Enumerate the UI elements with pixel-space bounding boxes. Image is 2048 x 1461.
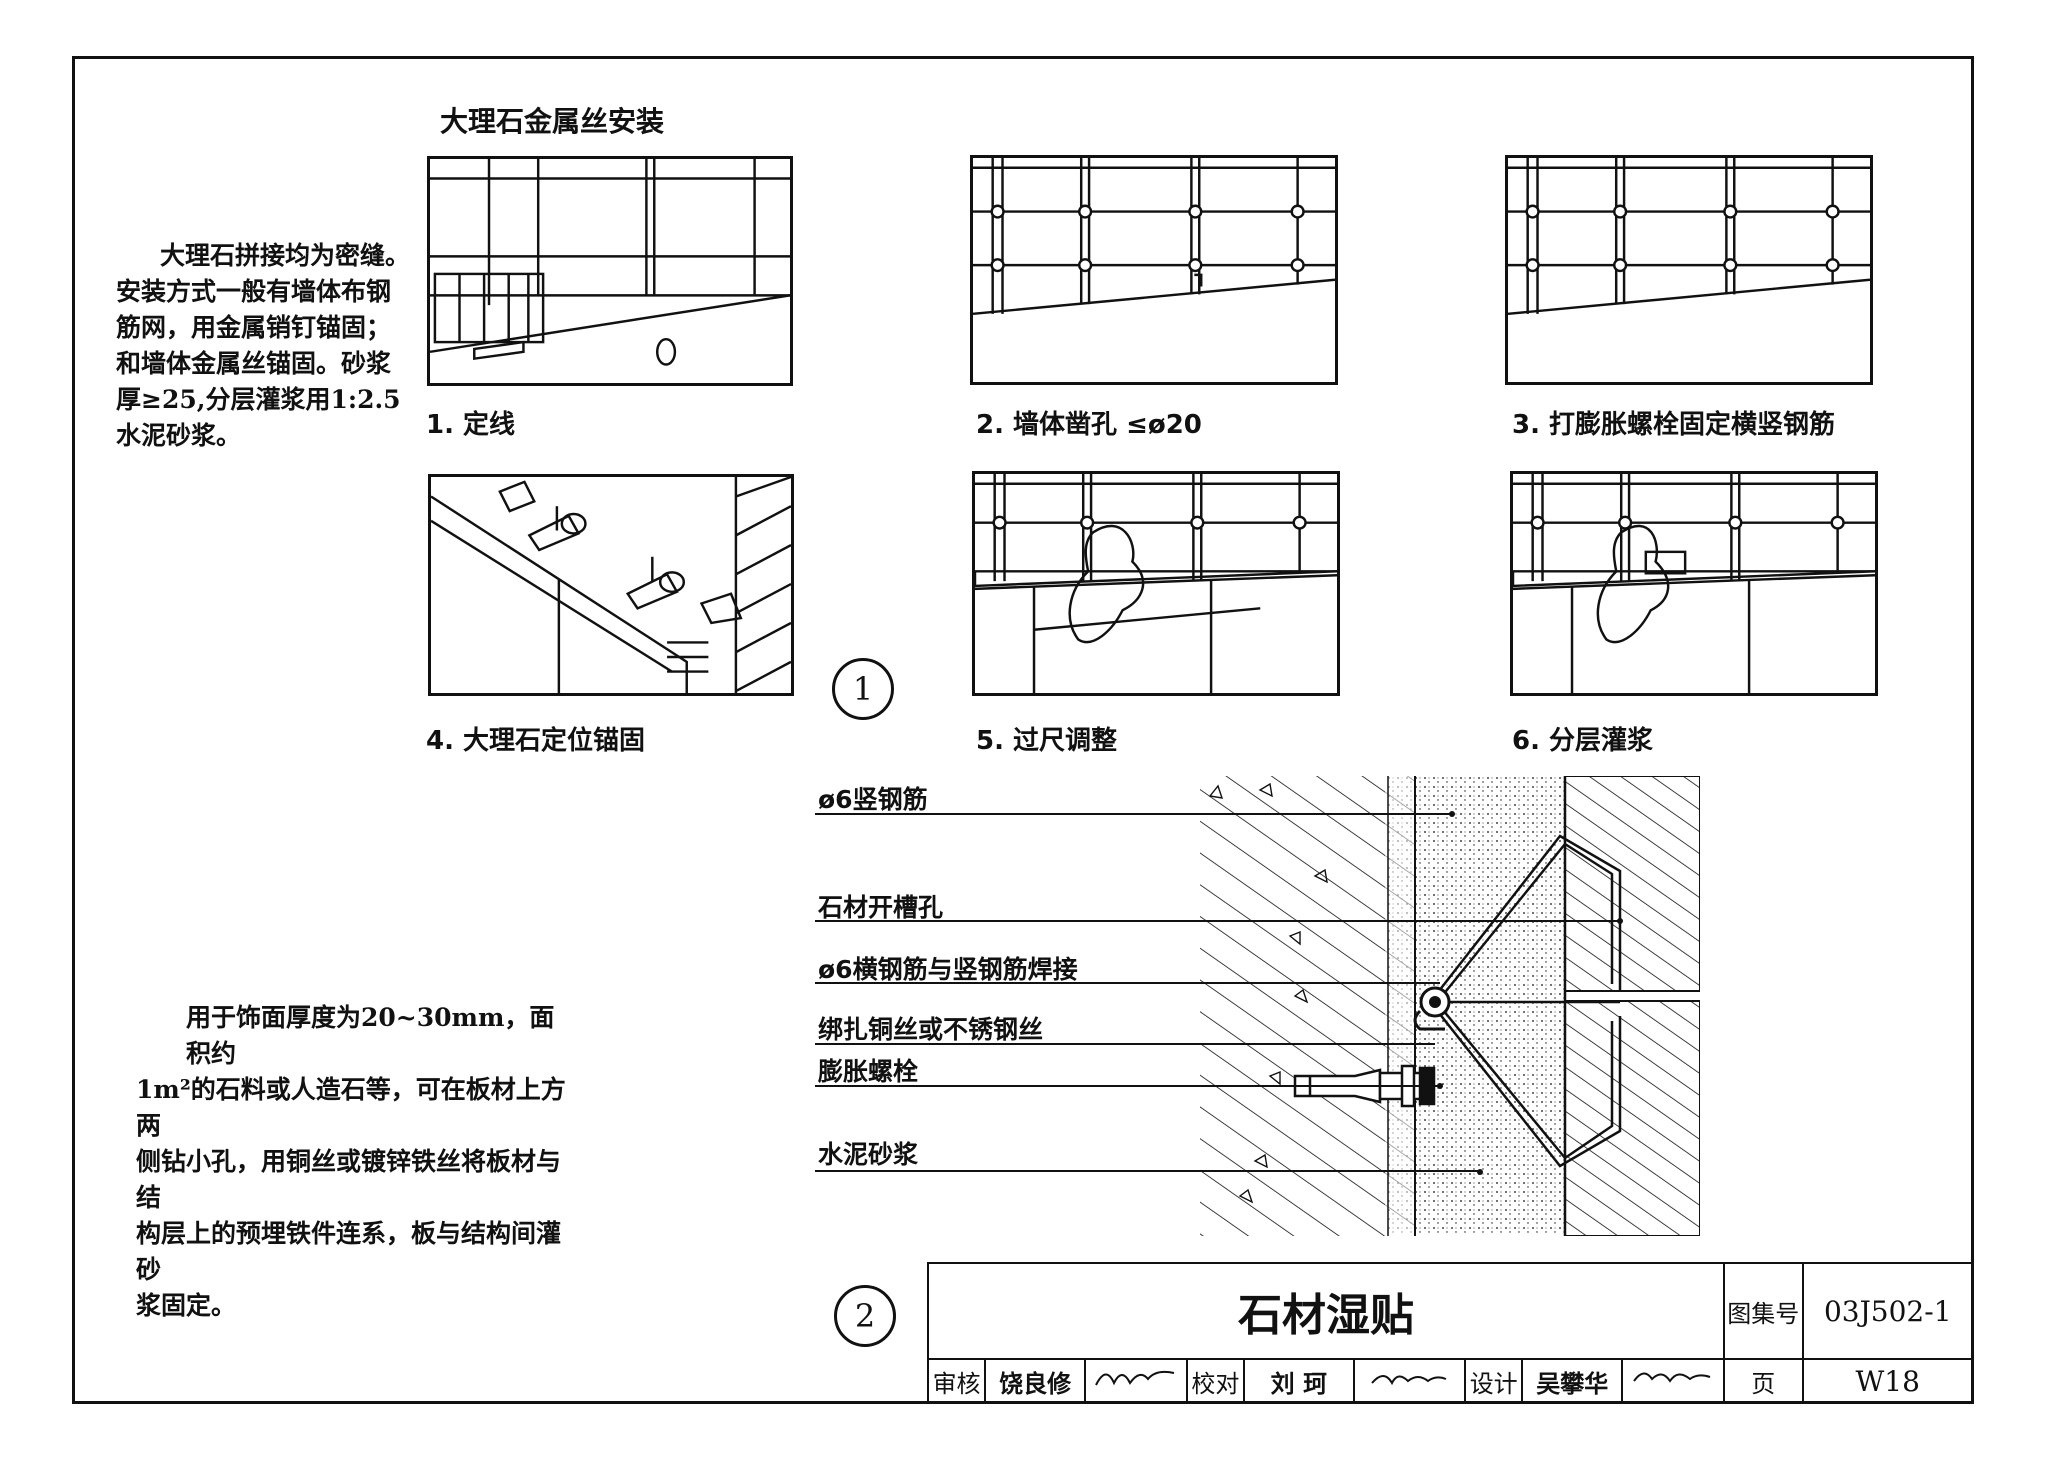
stone-panel-upper (1564, 775, 1701, 992)
step-2-caption: 2. 墙体凿孔 ≤ø20 (976, 410, 1202, 440)
step-6-caption: 6. 分层灌浆 (1512, 726, 1654, 756)
note-bottom-line: 用于饰面厚度为20~30mm，面积约 (186, 1003, 555, 1068)
label-cement-mortar: 水泥砂浆 (818, 1140, 919, 1169)
note-bottom-line: 构层上的预埋铁件连系，板与结构间灌砂 (136, 1219, 562, 1284)
note-top-line: 筋网，用金属销钉锚固； (116, 313, 392, 342)
atlas-label: 图集号 (1722, 1262, 1804, 1360)
drawing-title: 石材湿贴 (927, 1262, 1725, 1360)
section-title: 大理石金属丝安装 (440, 105, 665, 138)
note-bottom-line: 1m²的石料或人造石等，可在板材上方两 (136, 1075, 566, 1140)
design-label: 设计 (1464, 1358, 1524, 1404)
step-1-caption: 1. 定线 (426, 410, 516, 440)
note-bottom-line: 侧钻小孔，用铜丝或镀锌铁丝将板材与结 (136, 1147, 562, 1212)
page-label: 页 (1722, 1358, 1804, 1404)
page-number: W18 (1801, 1358, 1974, 1404)
step-3-caption: 3. 打膨胀螺栓固定横竖钢筋 (1512, 410, 1836, 440)
step-5-caption: 5. 过尺调整 (976, 726, 1118, 756)
step-3-illustration (1505, 155, 1873, 385)
note-top: 大理石拼接均为密缝。 安装方式一般有墙体布钢 筋网，用金属销钉锚固； 和墙体金属… (116, 238, 416, 454)
reviewer-name: 饶良修 (984, 1358, 1087, 1404)
check-label: 校对 (1185, 1358, 1245, 1404)
label-stone-slot: 石材开槽孔 (818, 893, 944, 922)
reviewer-signature (1084, 1358, 1188, 1404)
stone-panel-lower (1564, 1000, 1701, 1237)
label-binding-wire: 绑扎铜丝或不锈钢丝 (818, 1015, 1044, 1044)
note-top-line: 大理石拼接均为密缝。 (160, 241, 411, 270)
checker-signature (1352, 1358, 1467, 1404)
step-4-caption: 4. 大理石定位锚固 (426, 726, 646, 756)
review-label: 审核 (926, 1358, 987, 1404)
concrete-wall (1200, 776, 1415, 1236)
label-horizontal-rebar-weld: ø6横钢筋与竖钢筋焊接 (818, 955, 1078, 984)
step-4-illustration (428, 474, 794, 696)
label-vertical-rebar: ø6竖钢筋 (818, 785, 928, 814)
detail-number-1: 1 (832, 658, 894, 720)
label-expansion-bolt: 膨胀螺栓 (818, 1057, 919, 1086)
note-top-line: 和墙体金属丝锚固。砂浆 (116, 349, 392, 378)
note-top-line: 厚≥25,分层灌浆用1:2.5 (116, 385, 401, 414)
checker-name: 刘 珂 (1242, 1358, 1355, 1404)
step-1-illustration (427, 156, 793, 386)
detail-number-2: 2 (834, 1285, 896, 1347)
designer-name: 吴攀华 (1521, 1358, 1624, 1404)
atlas-number: 03J502-1 (1801, 1262, 1974, 1360)
step-2-illustration (970, 155, 1338, 385)
step-5-illustration (972, 471, 1340, 696)
note-top-line: 水泥砂浆。 (116, 421, 242, 450)
note-top-line: 安装方式一般有墙体布钢 (116, 277, 392, 306)
wire-hook (1434, 834, 1622, 1168)
step-6-illustration (1510, 471, 1878, 696)
note-bottom: 用于饰面厚度为20~30mm，面积约 1m²的石料或人造石等，可在板材上方两 侧… (136, 1000, 576, 1324)
title-block: 石材湿贴 图集号 03J502-1 审核 饶良修 校对 刘 珂 设计 吴攀华 页… (926, 1262, 1974, 1404)
section-detail-drawing (1180, 775, 1701, 1237)
designer-signature (1621, 1358, 1725, 1404)
note-bottom-line: 浆固定。 (136, 1291, 237, 1320)
